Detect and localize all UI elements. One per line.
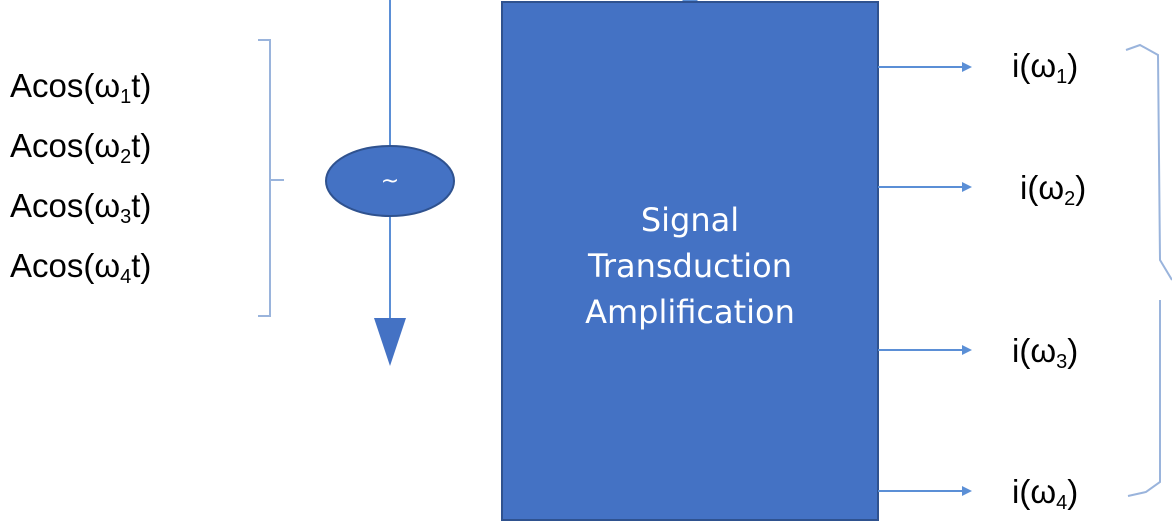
input-signal-1: Acos(ω1t) — [10, 67, 152, 108]
signal-block — [501, 1, 879, 521]
output-current-2: i(ω2) — [1020, 169, 1087, 210]
input-signal-2: Acos(ω2t) — [10, 127, 152, 168]
output-current-3: i(ω3) — [1012, 332, 1079, 373]
output-arrow-3 — [878, 345, 972, 355]
ac-source-symbol: ~ — [380, 168, 400, 194]
output-arrow-1 — [878, 62, 972, 72]
ac-source-circle — [325, 145, 455, 217]
block-label-line-2: Transduction — [587, 247, 793, 285]
input-signal-3: Acos(ω3t) — [10, 187, 152, 228]
input-signal-4: Acos(ω4t) — [10, 247, 152, 288]
output-arrow-4 — [878, 486, 972, 496]
block-label-line-3: Amplification — [585, 293, 795, 331]
ground-arrow — [374, 318, 406, 366]
block-label: Signal Transduction Amplification — [502, 0, 878, 522]
block-label-line-1: Signal — [640, 201, 740, 239]
output-current-1: i(ω1) — [1012, 47, 1079, 88]
input-bracket — [258, 39, 284, 317]
output-current-4: i(ω4) — [1012, 473, 1079, 514]
output-bracket — [1125, 43, 1172, 497]
output-arrow-2 — [878, 182, 972, 192]
